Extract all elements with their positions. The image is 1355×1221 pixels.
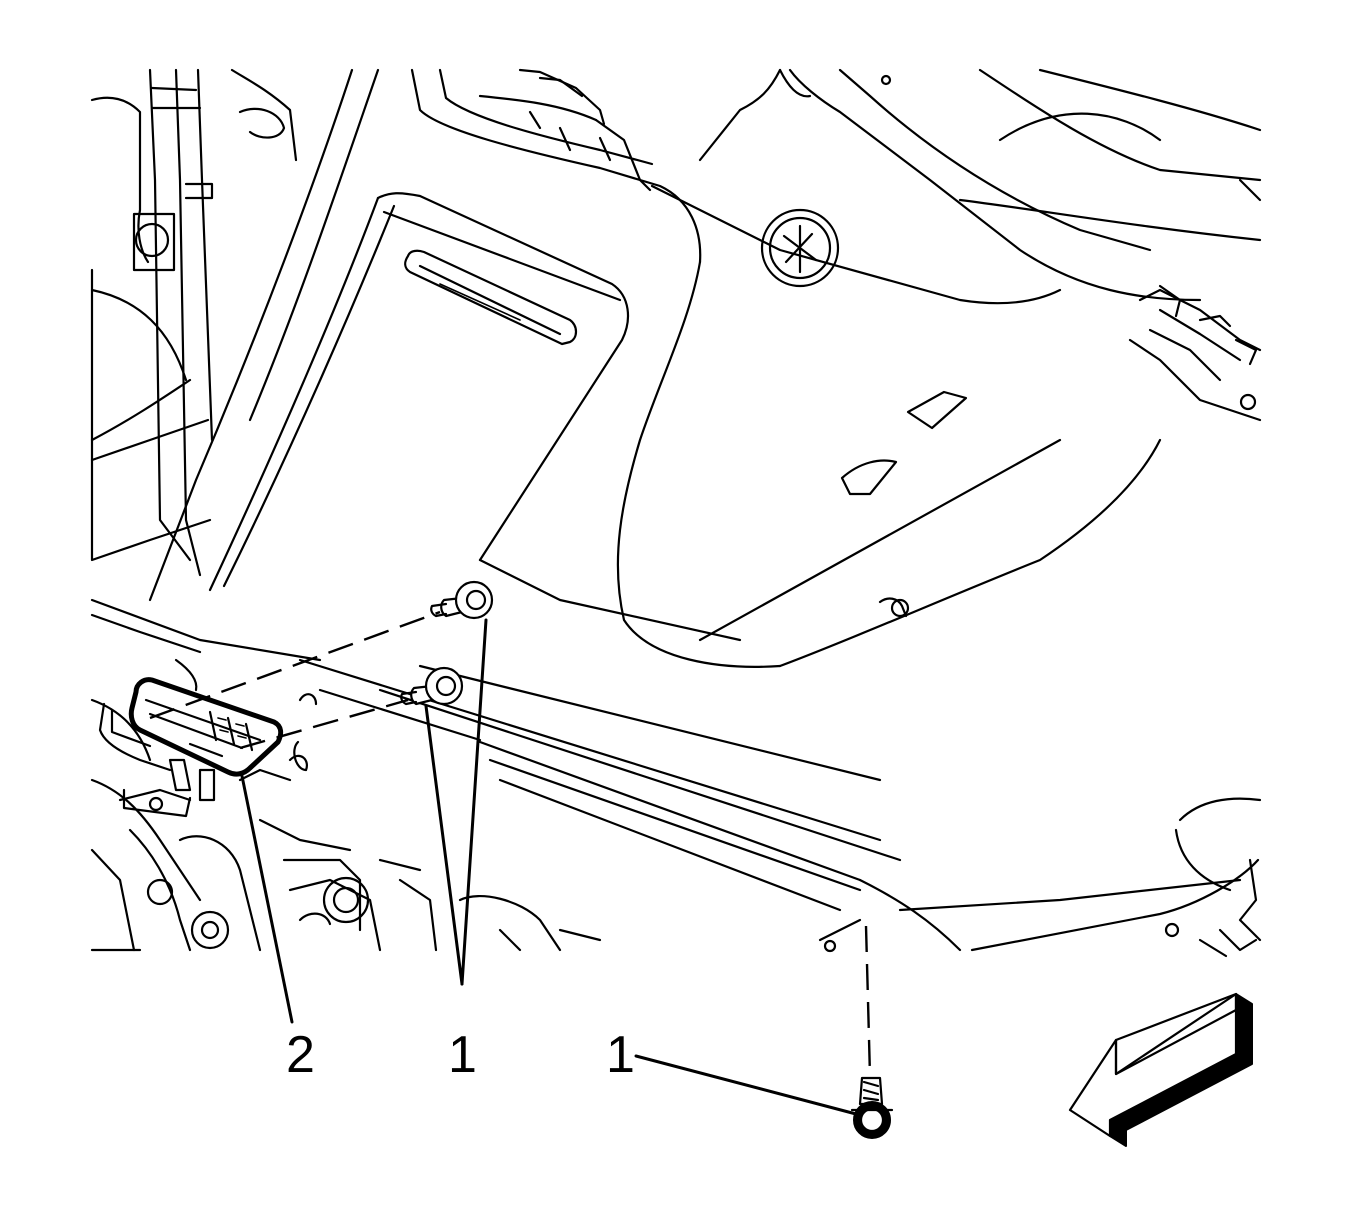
leader-lines <box>240 618 858 1116</box>
fastener-middle <box>400 666 464 706</box>
lower-dash-structure <box>90 558 1262 958</box>
module-callout: 2 <box>286 1026 315 1084</box>
data-link-connector-module <box>98 658 318 802</box>
fastener-callout-upper: 1 <box>448 1026 477 1084</box>
front-direction-arrow-icon <box>1068 992 1253 1147</box>
instrument-panel-trim <box>148 68 1262 668</box>
fastener-callout-lower: 1 <box>606 1026 635 1084</box>
left-pillar-structure <box>90 68 322 662</box>
explode-lines <box>149 610 872 1077</box>
callout-labels: 1 1 2 <box>286 1026 635 1084</box>
fastener-upper <box>430 580 494 620</box>
fastener-lower <box>850 1076 894 1139</box>
